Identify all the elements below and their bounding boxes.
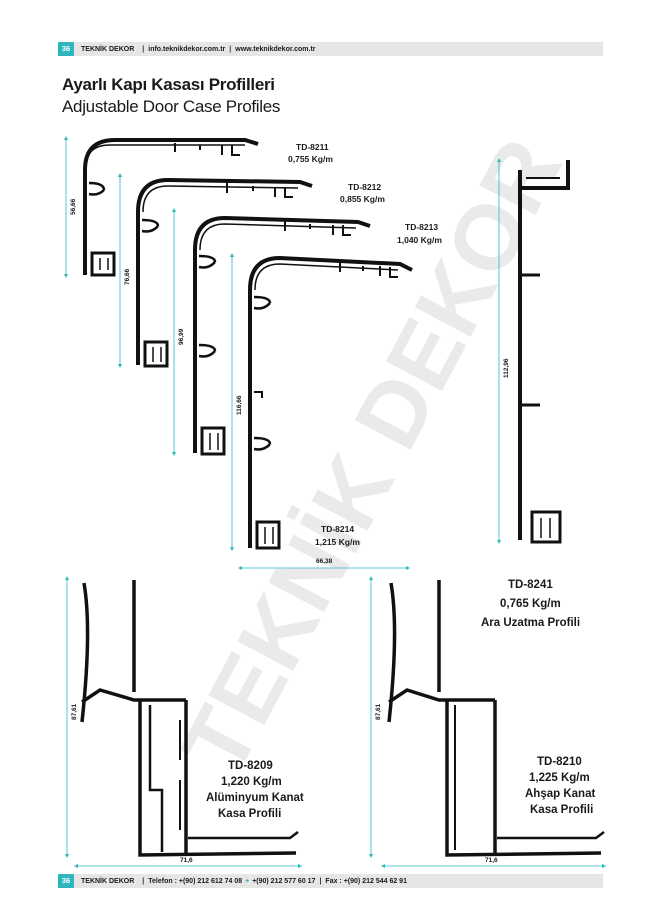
- footer-bar: 36 TEKNİK DEKOR | Telefon : +(90) 212 61…: [58, 874, 603, 888]
- td8211-weight: 0,755 Kg/m: [288, 154, 333, 164]
- fax-number[interactable]: +(90) 212 544 62 91: [343, 877, 407, 885]
- td8210-name1: Ahşap Kanat: [525, 788, 595, 800]
- td8209-name1: Alüminyum Kanat: [206, 792, 304, 804]
- td8214-code: TD-8214: [321, 524, 354, 534]
- dim-label: 71,6: [180, 857, 193, 864]
- td8212-weight: 0,855 Kg/m: [340, 194, 385, 204]
- dim-label: 116,66: [236, 395, 243, 415]
- dim-label: 56,66: [70, 198, 77, 215]
- page-title: Ayarlı Kapı Kasası Profilleri: [62, 75, 275, 94]
- dim-label: 66,38: [316, 558, 333, 565]
- phone-1[interactable]: +(90) 212 612 74 08: [178, 877, 243, 885]
- profile-td8213: [193, 215, 371, 456]
- profile-td8241: [518, 160, 570, 544]
- td8211-code: TD-8211: [296, 142, 329, 152]
- dim-label: 112,96: [503, 358, 510, 378]
- td8214-weight: 1,215 Kg/m: [315, 537, 360, 547]
- td8213-code: TD-8213: [405, 222, 438, 232]
- dim-label: 76,66: [124, 268, 131, 285]
- td8241-weight: 0,765 Kg/m: [500, 598, 561, 610]
- phone-label: Telefon :: [148, 877, 177, 885]
- td8209-name2: Kasa Profili: [218, 808, 281, 820]
- profile-td8214: [248, 255, 413, 550]
- fax-label: Fax :: [325, 877, 342, 885]
- header-bar: 36 TEKNİK DEKOR | info.teknikdekor.com.t…: [58, 42, 603, 56]
- dim-label: 71,6: [485, 857, 498, 864]
- page-number: 36: [58, 42, 74, 56]
- profile-td8210: [387, 580, 605, 857]
- td8210-name2: Kasa Profili: [530, 804, 593, 816]
- brand-name: TEKNİK DEKOR: [81, 45, 135, 53]
- td8241-name: Ara Uzatma Profili: [481, 617, 580, 629]
- dim-label: 96,99: [178, 328, 185, 345]
- td8212-code: TD-8212: [348, 182, 381, 192]
- page-subtitle: Adjustable Door Case Profiles: [62, 97, 281, 116]
- website-link[interactable]: www.teknikdekor.com.tr: [235, 45, 316, 53]
- td8209-code: TD-8209: [228, 760, 273, 772]
- email-link[interactable]: info.teknikdekor.com.tr: [148, 45, 226, 53]
- brand-name: TEKNİK DEKOR: [81, 877, 135, 885]
- td8209-weight: 1,220 Kg/m: [221, 776, 282, 788]
- td8241-code: TD-8241: [508, 579, 553, 591]
- td8213-weight: 1,040 Kg/m: [397, 235, 442, 245]
- profile-td8211: [83, 138, 259, 277]
- profile-td8212: [136, 177, 313, 368]
- phone-2[interactable]: +(90) 212 577 60 17: [252, 877, 316, 885]
- dim-label: 87,61: [375, 703, 382, 720]
- td8210-code: TD-8210: [537, 756, 582, 768]
- profile-td8209: [80, 580, 299, 857]
- dim-label: 87,61: [71, 703, 78, 720]
- page-number: 36: [58, 874, 74, 888]
- td8210-weight: 1,225 Kg/m: [529, 772, 590, 784]
